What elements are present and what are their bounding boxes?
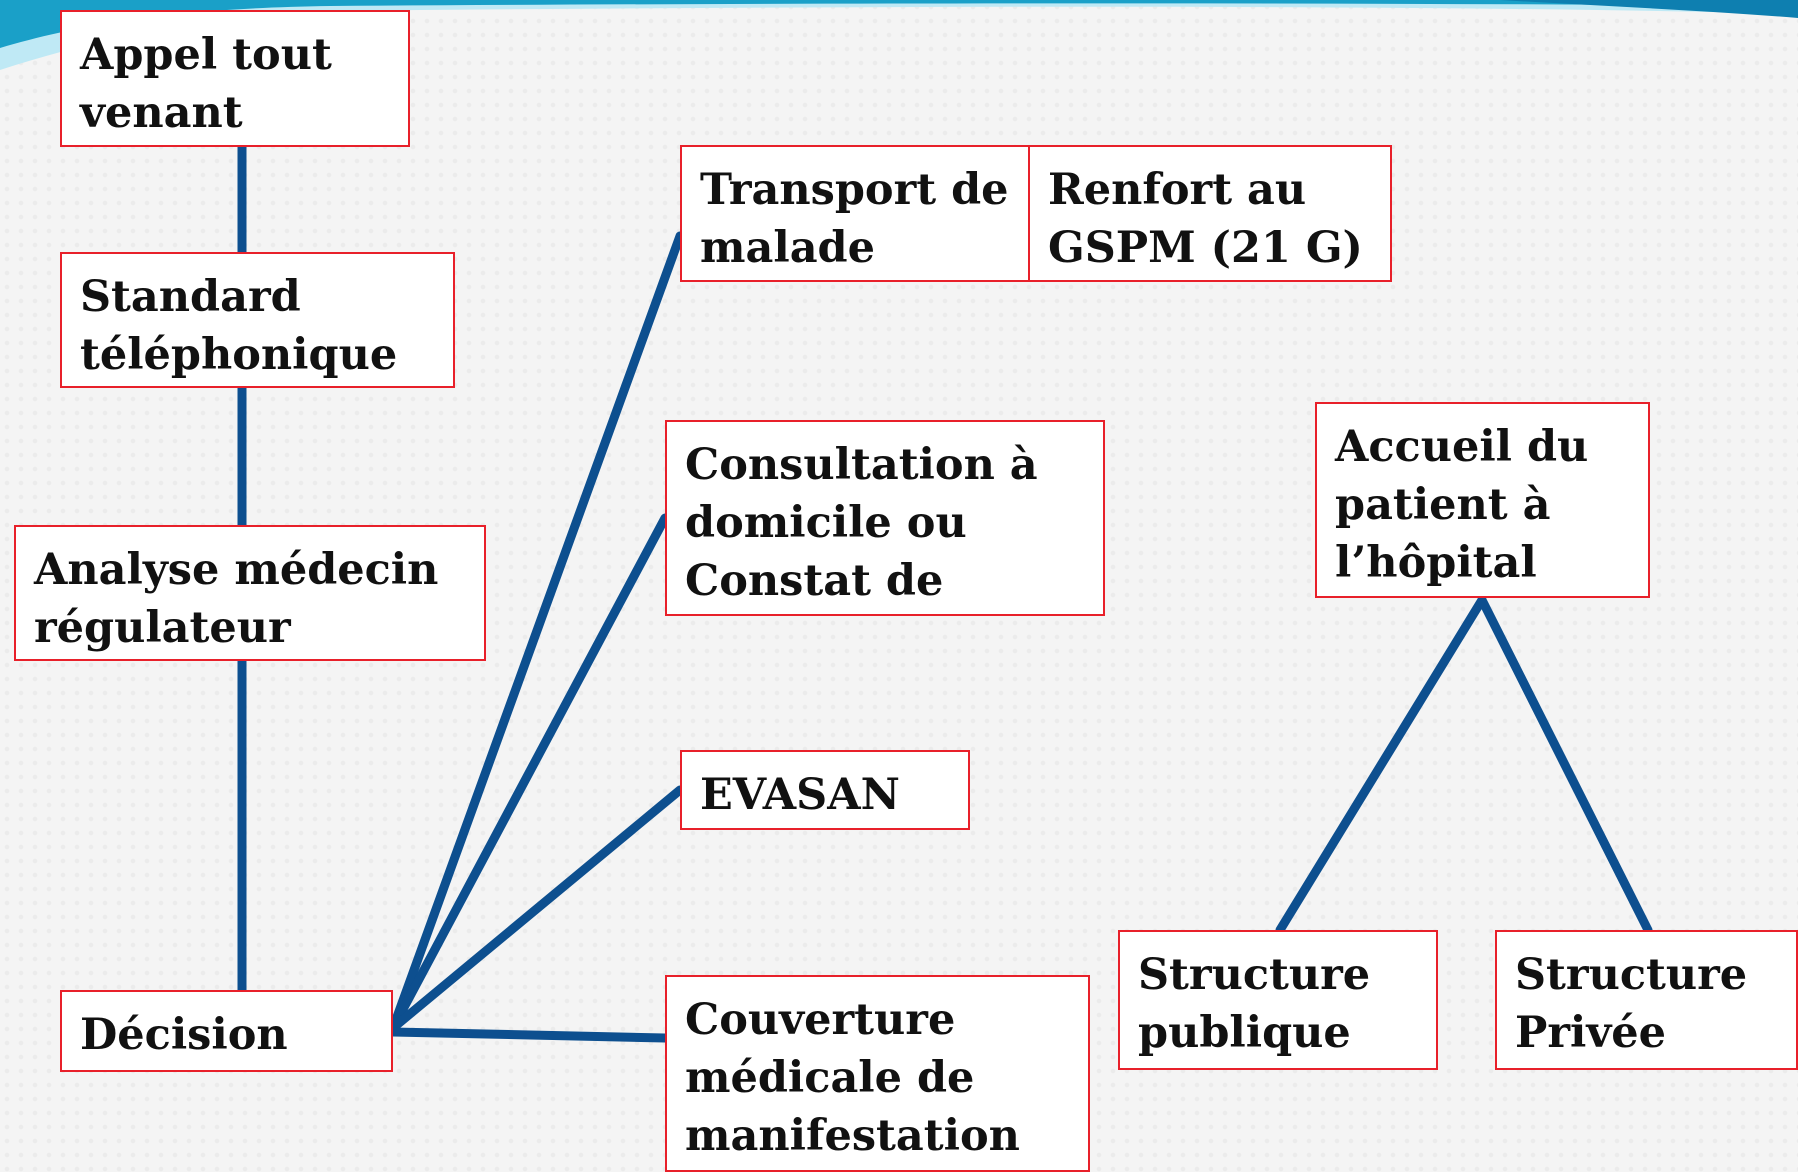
edge-decision-evasan <box>388 785 685 1033</box>
node-evasan: EVASAN <box>680 750 970 830</box>
node-appel-tout-venant: Appel tout venant <box>60 10 410 147</box>
edge-decision-transport <box>388 231 685 1033</box>
header-swoosh <box>0 0 1798 70</box>
edge-decision-couverture <box>388 1027 670 1043</box>
swoosh-right-accent <box>1500 0 1798 18</box>
node-renfort-gspm: Renfort au GSPM (21 G) <box>1028 145 1392 282</box>
edge-decision-consultation <box>388 513 670 1033</box>
node-transport-de-malade: Transport de malade <box>680 145 1030 282</box>
edge-accueil-publique <box>1275 595 1487 935</box>
node-structure-publique: Structure publique <box>1118 930 1438 1070</box>
node-analyse-medecin-regulateur: Analyse médecin régulateur <box>14 525 486 661</box>
node-accueil-patient: Accueil du patient à l’hôpital <box>1315 402 1650 598</box>
node-consultation-domicile: Consultation à domicile ou Constat de dé… <box>665 420 1105 616</box>
edge-accueil-privee <box>1477 595 1653 935</box>
node-structure-privee: Structure Privée <box>1495 930 1798 1070</box>
node-couverture-medicale: Couverture médicale de manifestation <box>665 975 1090 1172</box>
swoosh-dark-band <box>0 0 1798 48</box>
node-decision: Décision <box>60 990 393 1072</box>
node-standard-telephonique: Standard téléphonique <box>60 252 455 388</box>
